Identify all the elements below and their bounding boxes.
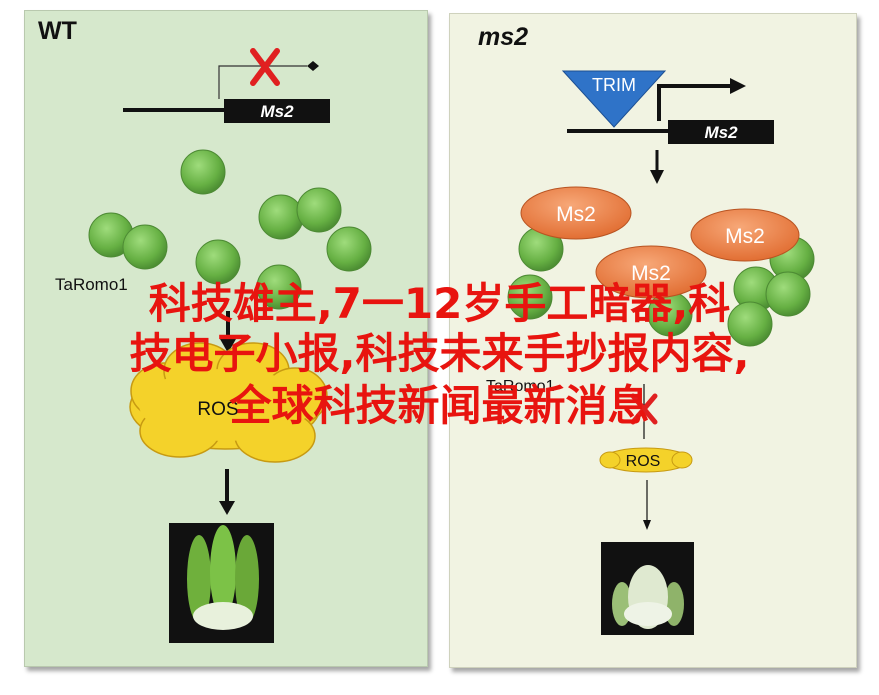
green-ball <box>180 149 226 195</box>
green-ball <box>122 224 168 270</box>
green-ball <box>195 239 241 285</box>
svg-text:Ms2: Ms2 <box>725 225 765 248</box>
ms2-block-x-icon <box>630 393 658 425</box>
ms2-diagram: TRIM Ms2 Ms2 Ms2 M <box>486 70 815 635</box>
ms2-title: ms2 <box>478 23 529 51</box>
green-ball <box>765 271 811 317</box>
green-ball <box>296 187 342 233</box>
ms2-panel: ms2 TRIM Ms2 <box>449 13 857 668</box>
green-ball <box>258 194 304 240</box>
green-ball <box>727 301 773 347</box>
wt-diagram: Ms2 TaRomo1 <box>55 48 372 643</box>
ms2-ros-label: ROS <box>626 453 661 470</box>
trim-label: TRIM <box>592 75 636 95</box>
green-ball <box>507 274 553 320</box>
ms2-taromo1-label: TaRomo1 <box>486 378 555 395</box>
overlay-line-3: 全球科技新闻最新消息 <box>229 381 650 430</box>
wt-promoter-arrow <box>218 65 307 99</box>
ms2-anther-image <box>601 542 694 635</box>
wt-green-balls <box>88 149 372 310</box>
ms2-ms2-gene-label: Ms2 <box>704 123 738 142</box>
green-ball <box>326 226 372 272</box>
ms2-protein-3: Ms2 <box>595 245 707 299</box>
wt-ros-label: ROS <box>197 399 238 420</box>
ms2-arrowhead-2-icon <box>643 520 651 530</box>
green-ball <box>256 264 302 310</box>
ms2-protein-2: Ms2 <box>690 208 800 262</box>
wt-taromo1-label: TaRomo1 <box>55 275 128 294</box>
wt-anther-image <box>169 523 274 643</box>
wt-arrowhead-icon <box>220 339 236 353</box>
wt-promoter-diamond-icon <box>307 61 319 71</box>
trim-triangle <box>561 70 667 128</box>
wt-arrowhead-2-icon <box>219 501 235 515</box>
ms2-arrowhead-icon <box>650 170 664 184</box>
overlay-line-1: 科技雄主,7一12岁手工暗器,科 <box>148 279 731 328</box>
ms2-promoter-arrow <box>657 84 732 121</box>
svg-text:Ms2: Ms2 <box>631 262 671 285</box>
wt-block-x-icon <box>250 48 280 86</box>
overlay-line-2: 技电子小报,科技未来手抄报内容, <box>129 329 750 378</box>
ms2-ms2-gene-box <box>668 120 774 144</box>
wt-title: WT <box>38 17 77 45</box>
ms2-promoter-arrowhead-icon <box>730 78 746 94</box>
wt-ms2-gene-box <box>224 99 330 123</box>
wt-panel: WT Ms2 T <box>24 10 428 667</box>
svg-text:Ms2: Ms2 <box>556 203 596 226</box>
ms2-ros-cloud <box>599 447 693 473</box>
wt-ms2-gene-label: Ms2 <box>260 102 294 121</box>
ms2-protein-1: Ms2 <box>520 186 632 240</box>
